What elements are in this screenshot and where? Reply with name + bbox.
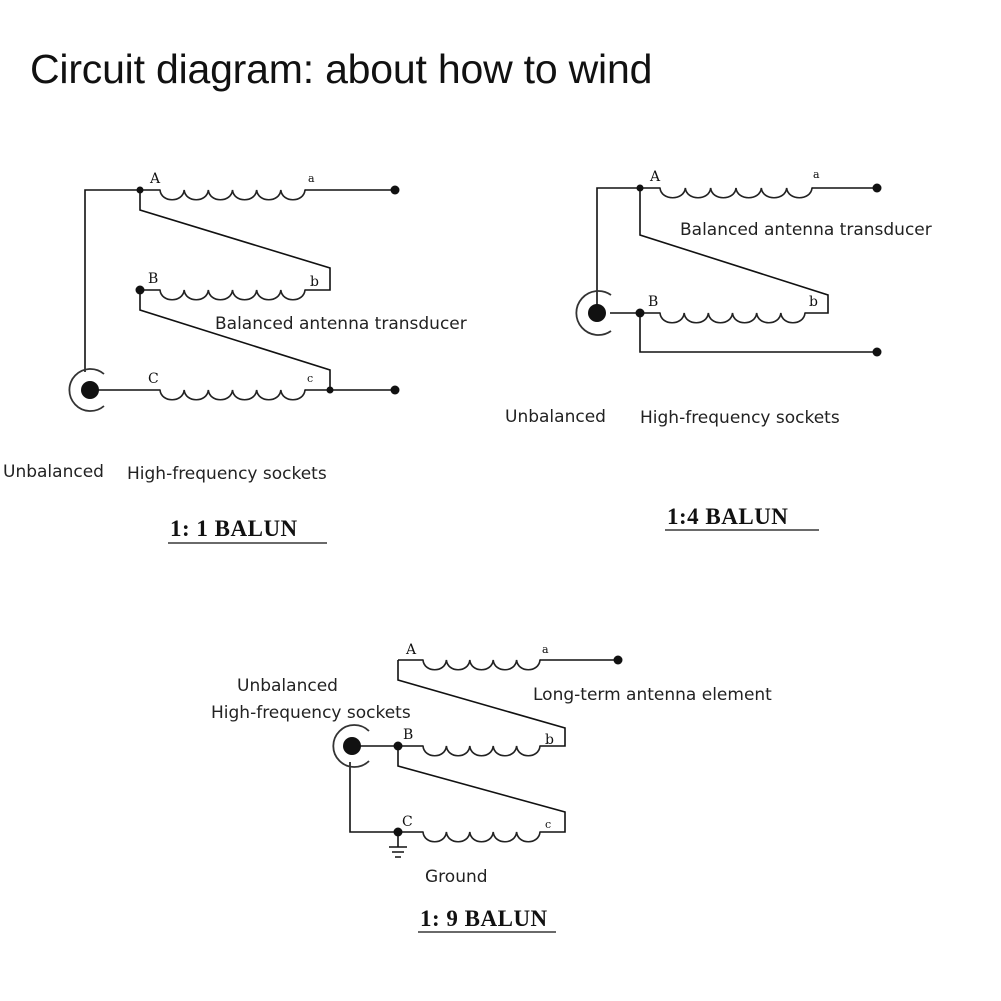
tag-a: a [542,643,549,656]
terminal-a-out [872,183,882,193]
tag-a: a [308,172,315,185]
tag-C: C [402,814,413,830]
label-transducer: Balanced antenna transducer [215,314,467,334]
tag-c: c [545,818,551,831]
coil-b [659,312,806,324]
tag-A: A [649,169,661,185]
coil-a [659,187,813,199]
label-unbalanced: Unbalanced [505,407,606,427]
terminal-b-out [872,347,882,357]
wire-a-to-socket [84,189,140,372]
balun-1-9-diagram: A a B b C c Unbalanced High-frequency so… [211,642,772,933]
tag-c: c [307,372,313,385]
label-unbalanced: Unbalanced [3,462,104,482]
ground-icon [389,832,407,858]
rf-socket-icon [575,290,612,336]
caption-1-4: 1:4 BALUN [667,504,788,529]
cross-b-c [139,290,331,390]
coil-a [159,189,306,201]
label-sockets: High-frequency sockets [211,703,411,723]
terminal-c-out [390,385,400,395]
rf-socket-icon [68,368,105,412]
coil-c [159,389,306,401]
tag-b: b [809,294,818,310]
rf-socket-icon [332,724,370,768]
cross-b-c [397,746,566,833]
tag-b: b [545,732,554,748]
label-transducer: Balanced antenna transducer [680,220,932,240]
cross-a-b [397,660,566,747]
label-element: Long-term antenna element [533,685,772,705]
balun-1-4-diagram: A a B b Balanced antenna transducer Unba… [505,168,932,531]
tag-b: b [310,274,319,290]
tag-a: a [813,168,820,181]
tag-B: B [403,727,413,743]
page-title: Circuit diagram: about how to wind [30,46,653,92]
caption-1-9: 1: 9 BALUN [420,906,548,931]
label-sockets: High-frequency sockets [127,464,327,484]
caption-1-1: 1: 1 BALUN [170,516,298,541]
cross-a-b [639,188,829,314]
label-sockets: High-frequency sockets [640,408,840,428]
label-unbalanced: Unbalanced [237,676,338,696]
coil-b [422,745,541,757]
coil-c [422,831,541,843]
tag-A: A [149,171,161,187]
coil-a [422,659,541,671]
coil-b [159,289,306,301]
tag-C: C [148,371,159,387]
tag-B: B [648,294,658,310]
tag-B: B [148,271,158,287]
tag-A: A [405,642,417,658]
terminal-a-out [390,185,400,195]
label-ground: Ground [425,867,488,887]
cross-a-b [139,190,331,291]
balun-1-1-diagram: A a B b C c Balanced antenna transducer … [3,171,467,544]
node-c [326,386,334,394]
terminal-a-out [613,655,623,665]
